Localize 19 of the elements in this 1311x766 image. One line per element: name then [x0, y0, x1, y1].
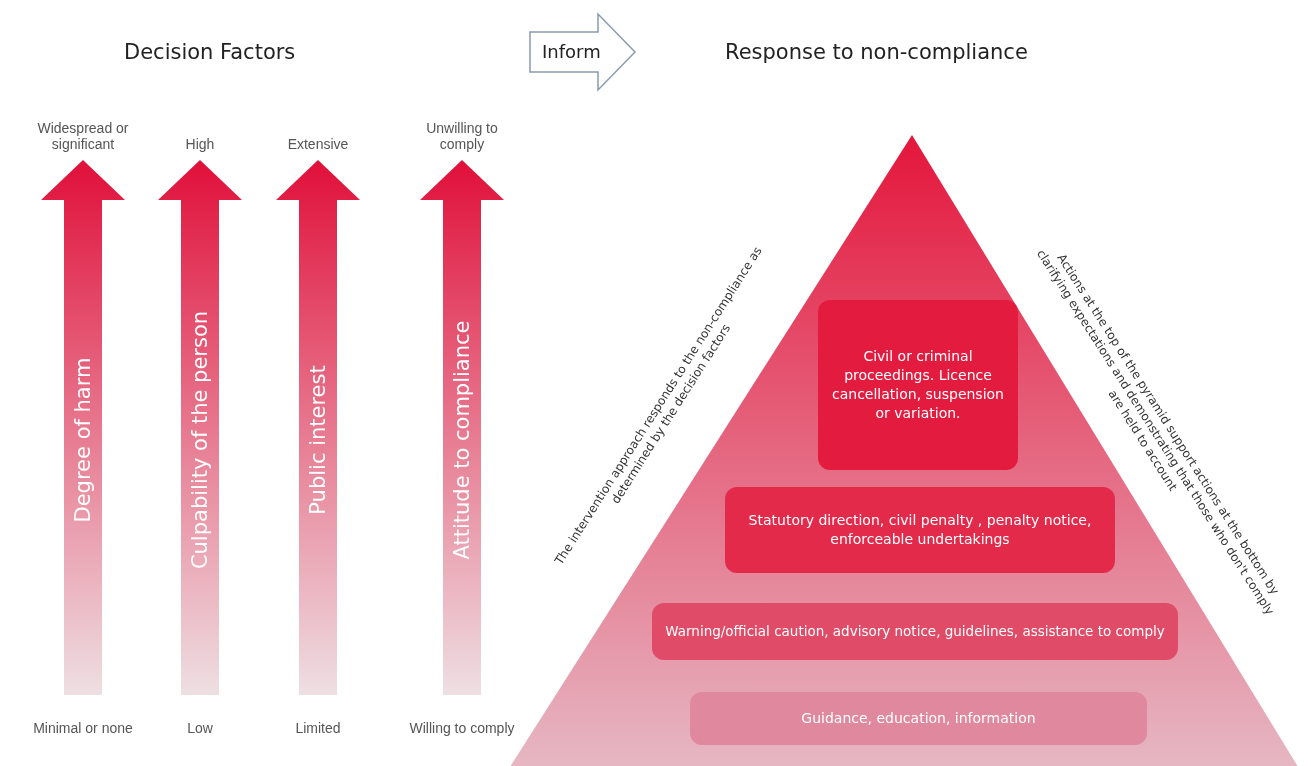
arrow-label: Culpability of the person	[188, 310, 212, 570]
tier-box: Warning/official caution, advisory notice, guidelines, assistance to comply	[652, 603, 1178, 660]
heading: Decision Factors	[124, 40, 296, 64]
scale-label: Low	[186, 720, 214, 737]
scale-label: Widespread or significant	[36, 119, 130, 152]
scale-label: Willing to comply	[408, 720, 516, 737]
arrow-label: Degree of harm	[71, 357, 95, 523]
scale-label: Unwilling to comply	[425, 119, 499, 152]
tier-box: Statutory direction, civil penalty , penalty notice, enforceable undertakings	[725, 487, 1115, 573]
tier-box: Civil or criminal proceedings. Licence cancellation, suspension or variation.	[818, 300, 1018, 470]
arrow-label: Attitude to compliance	[450, 320, 474, 560]
scale-label: Minimal or none	[32, 720, 134, 737]
scale-label: High	[184, 135, 216, 152]
scale-label: Extensive	[286, 135, 350, 152]
arrow-label: Public interest	[306, 365, 330, 515]
arrow-label: Inform	[542, 41, 601, 62]
tier-box: Guidance, education, information	[690, 692, 1147, 745]
heading: Response to non-compliance	[725, 40, 1028, 64]
scale-label: Limited	[294, 720, 342, 737]
